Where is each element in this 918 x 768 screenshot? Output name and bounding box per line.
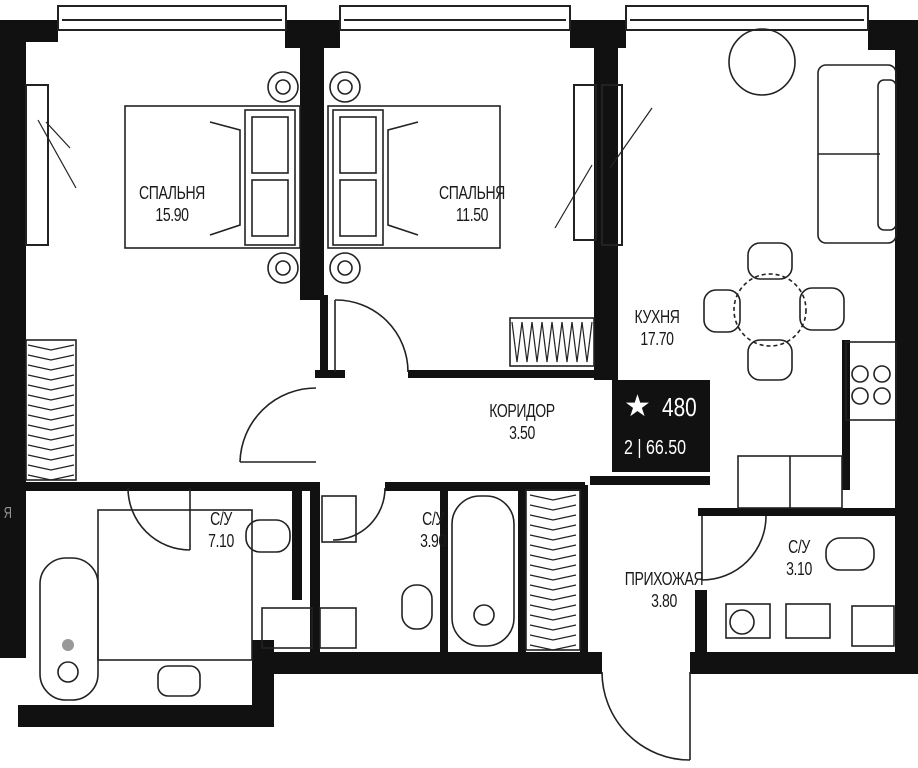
badge-rooms-count: 2 [624, 437, 633, 459]
room-name: С/У [422, 509, 444, 529]
badge-details: 2 | 66.50 [624, 436, 686, 460]
badge-separator: | [637, 437, 642, 459]
room-label-hallway: ПРИХОЖАЯ 3.80 [620, 568, 707, 612]
star-icon: ★ [624, 390, 651, 423]
room-label-kitchen: КУХНЯ 17.70 [630, 306, 685, 350]
room-name: С/У [788, 537, 810, 557]
room-name: КУХНЯ [634, 307, 680, 327]
badge-price: 480 [662, 392, 697, 422]
hatch-path [27, 344, 75, 481]
walls [0, 20, 918, 727]
room-label-bathroom-3: С/У 3.10 [781, 536, 817, 580]
room-area: 7.10 [208, 531, 234, 551]
room-area: 3.10 [786, 559, 812, 579]
room-area: 3.80 [651, 591, 677, 611]
room-area: 15.90 [155, 205, 189, 225]
window-swings [37, 107, 653, 229]
room-name: С/У [210, 509, 232, 529]
badge-total-area: 66.50 [645, 437, 687, 459]
apartment-badge: ★ 480 2 | 66.50 [612, 380, 710, 472]
furniture [25, 28, 897, 761]
room-name: КОРИДОР [489, 401, 555, 421]
room-area: 3.90 [420, 531, 446, 551]
hatch-path [529, 494, 577, 651]
room-name: ПРИХОЖАЯ [624, 569, 704, 589]
wardrobe-hatching [27, 321, 593, 651]
room-label-bathroom-2: С/У 3.90 [415, 508, 451, 552]
room-label-bedroom-2: СПАЛЬНЯ 11.50 [438, 182, 507, 226]
room-area: 3.50 [509, 423, 535, 443]
hatch-path [511, 321, 593, 363]
room-area: 17.70 [640, 329, 674, 349]
room-label-corridor: КОРИДОР 3.50 [488, 400, 557, 444]
room-label-bathroom-1: С/У 7.10 [203, 508, 239, 552]
room-area: 11.50 [455, 205, 489, 225]
room-name: СПАЛЬНЯ [439, 183, 505, 203]
room-label-bedroom-1: СПАЛЬНЯ 15.90 [138, 182, 207, 226]
windows [25, 5, 869, 246]
room-name: СПАЛЬНЯ [139, 183, 205, 203]
edge-mark: Я [3, 505, 12, 522]
